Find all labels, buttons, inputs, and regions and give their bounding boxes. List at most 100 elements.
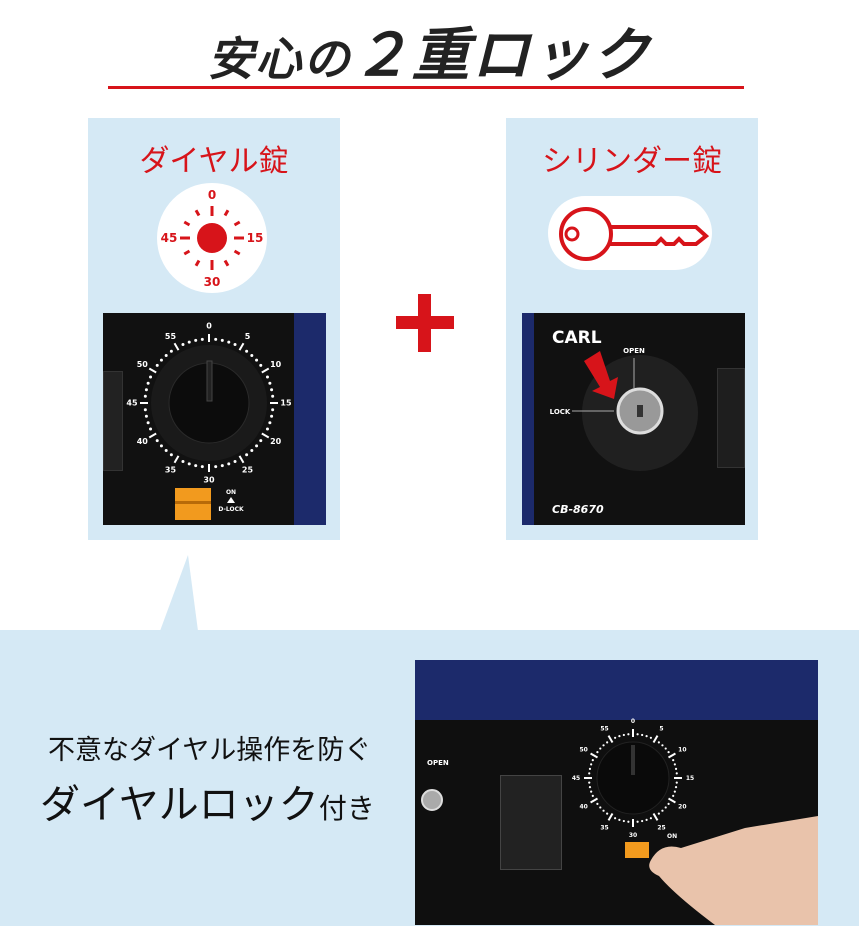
dial-tick [148,432,157,439]
dial-dot [599,806,602,809]
dial-icon-label: 45 [161,231,178,245]
dial-icon-tick [233,220,241,227]
dial-dot [645,818,648,821]
dial-dot [636,733,639,736]
dial-dot [673,763,676,766]
dial-icon-tick [223,259,230,267]
dial-dot [602,744,605,747]
callout-pointer [160,555,198,631]
dial-dot [667,751,670,754]
dial-dot [614,736,617,739]
dial-label: 35 [165,465,177,474]
dial-tick [261,432,270,439]
feature-headline-suffix: 付き [318,792,375,825]
dial-dot [645,735,648,738]
key-icon [548,196,712,270]
dial-dot [591,759,594,762]
dial-tick [652,813,659,821]
dial-dot [649,817,652,820]
keyhole-icon [421,789,443,811]
case-latch [103,371,123,471]
dial-icon-label: 15 [247,231,264,245]
dial-icon-tick [194,259,201,267]
dial-dot [146,381,150,385]
dial-dot [155,439,159,443]
dial-label: 50 [579,747,587,754]
dial-dot [259,363,263,367]
dial-icon-tick [183,220,191,227]
dial-dot [159,358,163,362]
dial-label: 0 [206,322,212,331]
dial-dot [590,790,593,793]
dial-tick [668,797,676,804]
dial-dot [181,459,185,463]
dial-dot [233,459,237,463]
title-underline [108,86,744,89]
dial-dot [664,747,667,750]
feature-headline: ダイヤルロック付き [40,772,375,830]
dial-dot [144,388,148,392]
dial-dot [268,381,272,385]
dial-dot [673,790,676,793]
dial-icon-tick [233,249,241,256]
dial-dot [636,820,639,823]
dial-dot [618,818,621,821]
feature-headline-main: ダイヤルロック [40,782,319,828]
dial-label: 45 [126,399,138,408]
finger [649,816,818,925]
dial-dot [187,340,191,344]
open-label: OPEN [427,759,449,767]
dial-icon-label: 0 [208,188,216,202]
dial-lock-title: ダイヤル錠 [139,144,289,179]
case-latch [500,775,562,870]
dial-tick [173,342,180,351]
dial-dot [667,802,670,805]
dial-dot [227,340,231,344]
open-label: OPEN [623,347,645,355]
dial-dot [674,767,678,770]
dial-label: 20 [270,437,282,446]
dial-dot [599,747,602,750]
switch-on-label: ON [667,833,677,840]
cylinder-lock-title: シリンダー錠 [542,144,722,179]
dial-icon: 0 15 30 45 [157,183,267,293]
dial-icon-label: 30 [204,275,221,289]
dial-dot [588,772,591,775]
dial-dot [271,408,275,412]
switch-dlock-label: D-LOCK [218,506,244,513]
dial-dot [602,809,605,812]
dial-dot [614,817,617,820]
dial-dot [214,465,218,469]
dial-label: 45 [572,775,580,782]
dial-icon-tick [223,209,230,217]
feature-caption: 不意なダイヤル操作を防ぐ [48,735,372,766]
dial-dot [259,439,263,443]
dial-tick [261,367,270,374]
dial-dot [627,733,630,736]
dial-label: 15 [280,399,292,408]
dial-dot [194,338,198,342]
dial-dot [187,462,191,466]
dial-tick [238,342,245,351]
case-latch [717,368,745,468]
dial-dot [155,363,159,367]
arrow-icon [584,351,618,399]
page-title: 安心の２重ロック [207,21,652,89]
dial-dot [596,802,599,805]
dial-dot [164,353,168,357]
dial-dot [200,337,204,341]
dial-dot [143,394,147,398]
dial-tick [238,455,245,464]
model-number: CB-8670 [552,503,604,516]
dial-dot [649,736,652,739]
dial-dot [159,444,163,448]
dial-label: 5 [245,332,251,341]
dial-dot [227,462,231,466]
dial-dot [164,449,168,453]
dial-pointer [206,360,213,402]
dial-tick [590,752,598,759]
dial-icon-tick [194,209,201,217]
